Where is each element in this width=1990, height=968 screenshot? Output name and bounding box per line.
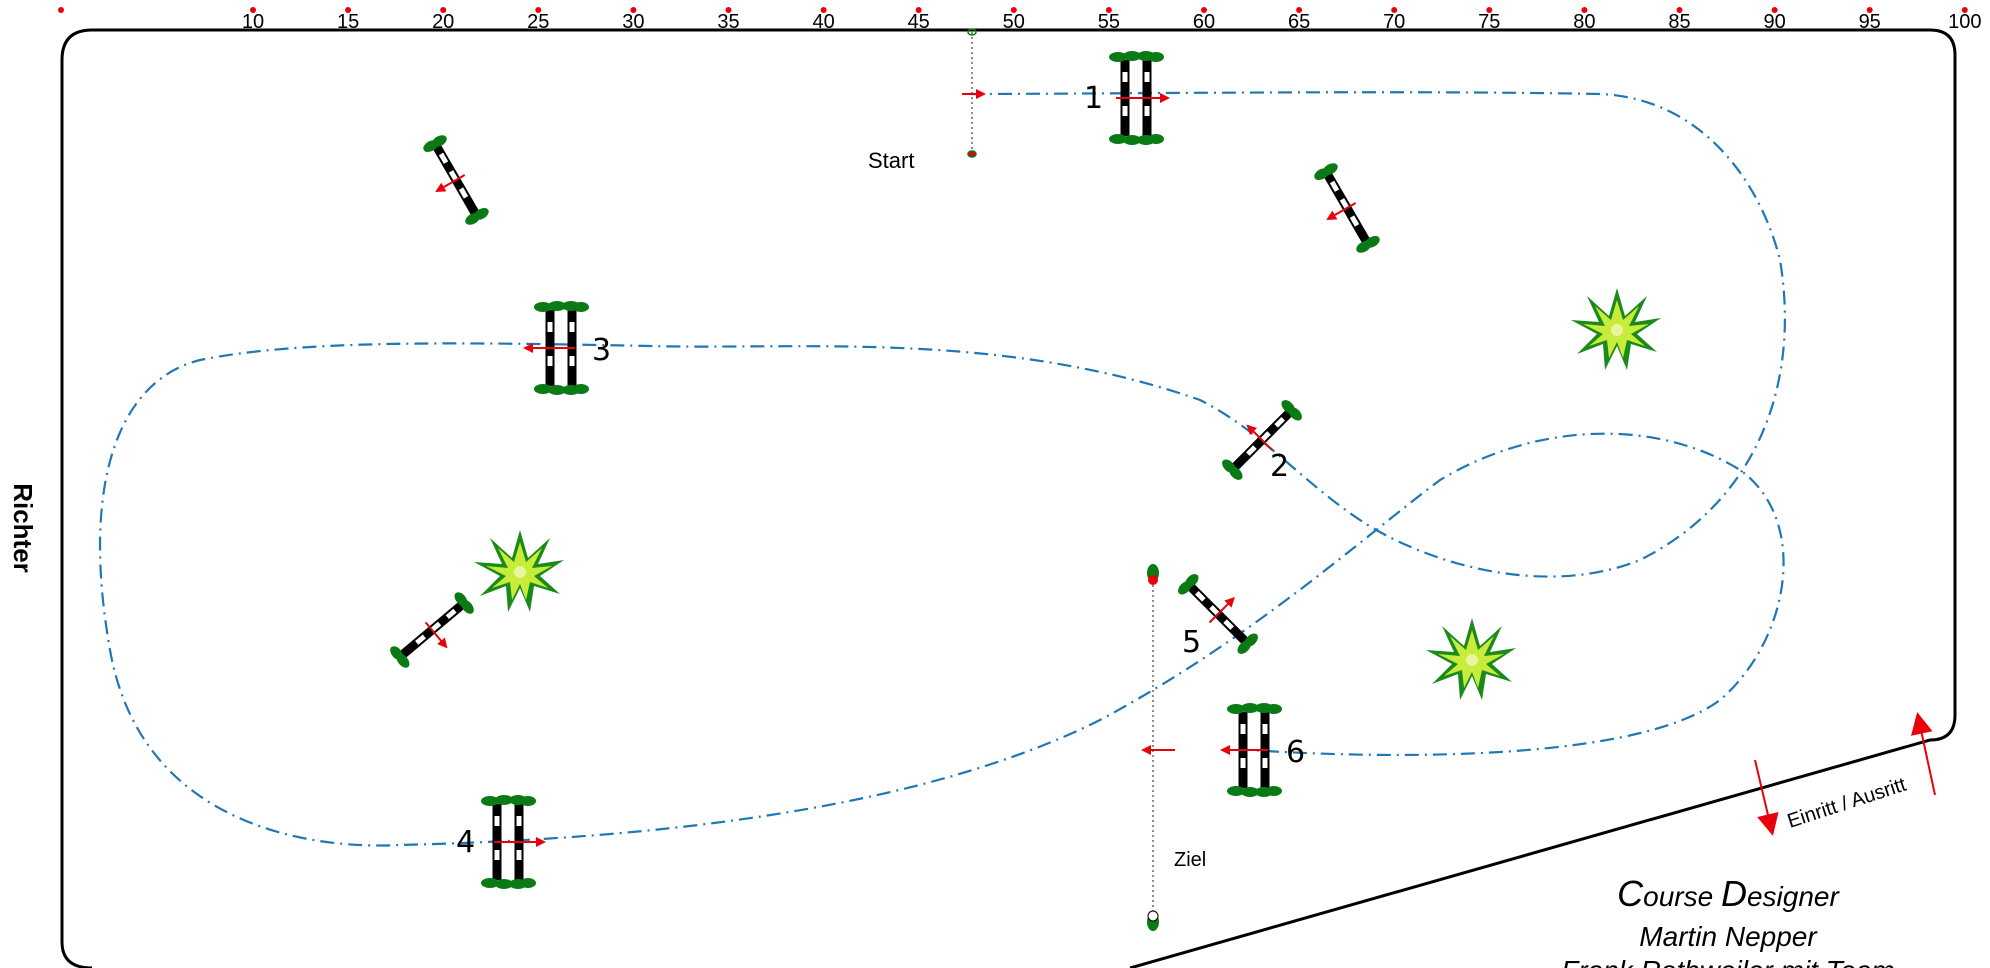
scale-dot bbox=[630, 7, 637, 13]
start-line bbox=[962, 28, 986, 158]
jump-unnumbered-top-right bbox=[1304, 161, 1381, 260]
scale-tick-label: 35 bbox=[717, 11, 739, 33]
scale-tick-label: 90 bbox=[1763, 11, 1785, 33]
finish-line bbox=[1141, 564, 1175, 931]
distance-scale: 10 15 20 25 30 35 40 45 50 55 60 65 70 75 80 85 90 95 100 bbox=[58, 7, 1981, 33]
scale-dot bbox=[1866, 7, 1873, 13]
scale-tick-label: 65 bbox=[1288, 11, 1310, 33]
scale-dot bbox=[250, 7, 256, 13]
scale-dot bbox=[1961, 7, 1968, 13]
obstacle-4 bbox=[481, 795, 546, 889]
designer-title: Course Designer bbox=[1617, 873, 1840, 914]
obstacle-number-6: 6 bbox=[1286, 735, 1305, 770]
scale-dot bbox=[1296, 7, 1303, 13]
judge-label: Richter bbox=[8, 483, 38, 573]
obstacle-number-5: 5 bbox=[1182, 625, 1201, 660]
scale-dot bbox=[1581, 7, 1588, 13]
scale-tick-label: 85 bbox=[1668, 11, 1690, 33]
obstacle-number-2: 2 bbox=[1270, 449, 1289, 484]
obstacle-3 bbox=[523, 301, 589, 395]
scale-tick-label: 15 bbox=[337, 11, 359, 33]
scale-dot bbox=[1105, 7, 1112, 13]
plant-decoration-bottom-right bbox=[1426, 618, 1516, 700]
scale-tick-label: 45 bbox=[908, 11, 930, 33]
scale-tick-label: 80 bbox=[1573, 11, 1595, 33]
scale-dot bbox=[1201, 7, 1207, 13]
obstacle-6 bbox=[1220, 703, 1282, 797]
jump-unnumbered-left bbox=[388, 590, 483, 677]
scale-dot bbox=[440, 7, 447, 13]
entrance-arrows bbox=[1754, 712, 1936, 836]
obstacle-number-3: 3 bbox=[592, 333, 611, 368]
obstacle-2 bbox=[1215, 393, 1306, 484]
scale-dot bbox=[1676, 7, 1683, 13]
scale-origin-dot bbox=[58, 7, 64, 13]
plant-decoration-left bbox=[474, 530, 564, 612]
scale-tick-label: 25 bbox=[527, 11, 549, 33]
scale-tick-label: 50 bbox=[1003, 11, 1025, 33]
scale-dot bbox=[915, 7, 922, 13]
scale-tick-label: 95 bbox=[1859, 11, 1881, 33]
course-designer-block: Course Designer Martin Nepper Frank Roth… bbox=[1561, 873, 1895, 968]
designer-name-1: Martin Nepper bbox=[1639, 921, 1818, 952]
scale-dot bbox=[725, 7, 732, 13]
scale-dot bbox=[1391, 7, 1398, 13]
entrance-label: Einritt / Ausritt bbox=[1785, 774, 1910, 833]
plant-decoration-right bbox=[1571, 288, 1661, 370]
scale-tick-label: 30 bbox=[622, 11, 644, 33]
start-label: Start bbox=[868, 148, 914, 173]
scale-tick-label: 100 bbox=[1948, 11, 1981, 33]
obstacle-number-1: 1 bbox=[1084, 81, 1103, 116]
jump-unnumbered-top-left bbox=[413, 133, 490, 232]
obstacle-5 bbox=[1176, 565, 1267, 656]
obstacle-1 bbox=[1109, 51, 1170, 145]
arena-border bbox=[60, 28, 1957, 968]
scale-tick-label: 40 bbox=[812, 11, 834, 33]
obstacle-number-4: 4 bbox=[456, 825, 475, 860]
scale-tick-label: 60 bbox=[1193, 11, 1215, 33]
scale-tick-label: 70 bbox=[1383, 11, 1405, 33]
scale-dot bbox=[1486, 7, 1493, 13]
scale-dot bbox=[535, 7, 542, 13]
scale-dot bbox=[1771, 7, 1778, 13]
scale-dot bbox=[345, 7, 352, 13]
scale-tick-label: 75 bbox=[1478, 11, 1500, 33]
scale-tick-label: 20 bbox=[432, 11, 454, 33]
scale-tick-label: 55 bbox=[1098, 11, 1120, 33]
scale-tick-label: 10 bbox=[242, 11, 264, 33]
scale-dot bbox=[1010, 7, 1017, 13]
finish-label: Ziel bbox=[1174, 849, 1206, 871]
scale-dot bbox=[820, 7, 827, 13]
designer-name-2: Frank Rothweiler mit Team bbox=[1561, 955, 1895, 968]
course-path bbox=[99, 91, 1786, 847]
